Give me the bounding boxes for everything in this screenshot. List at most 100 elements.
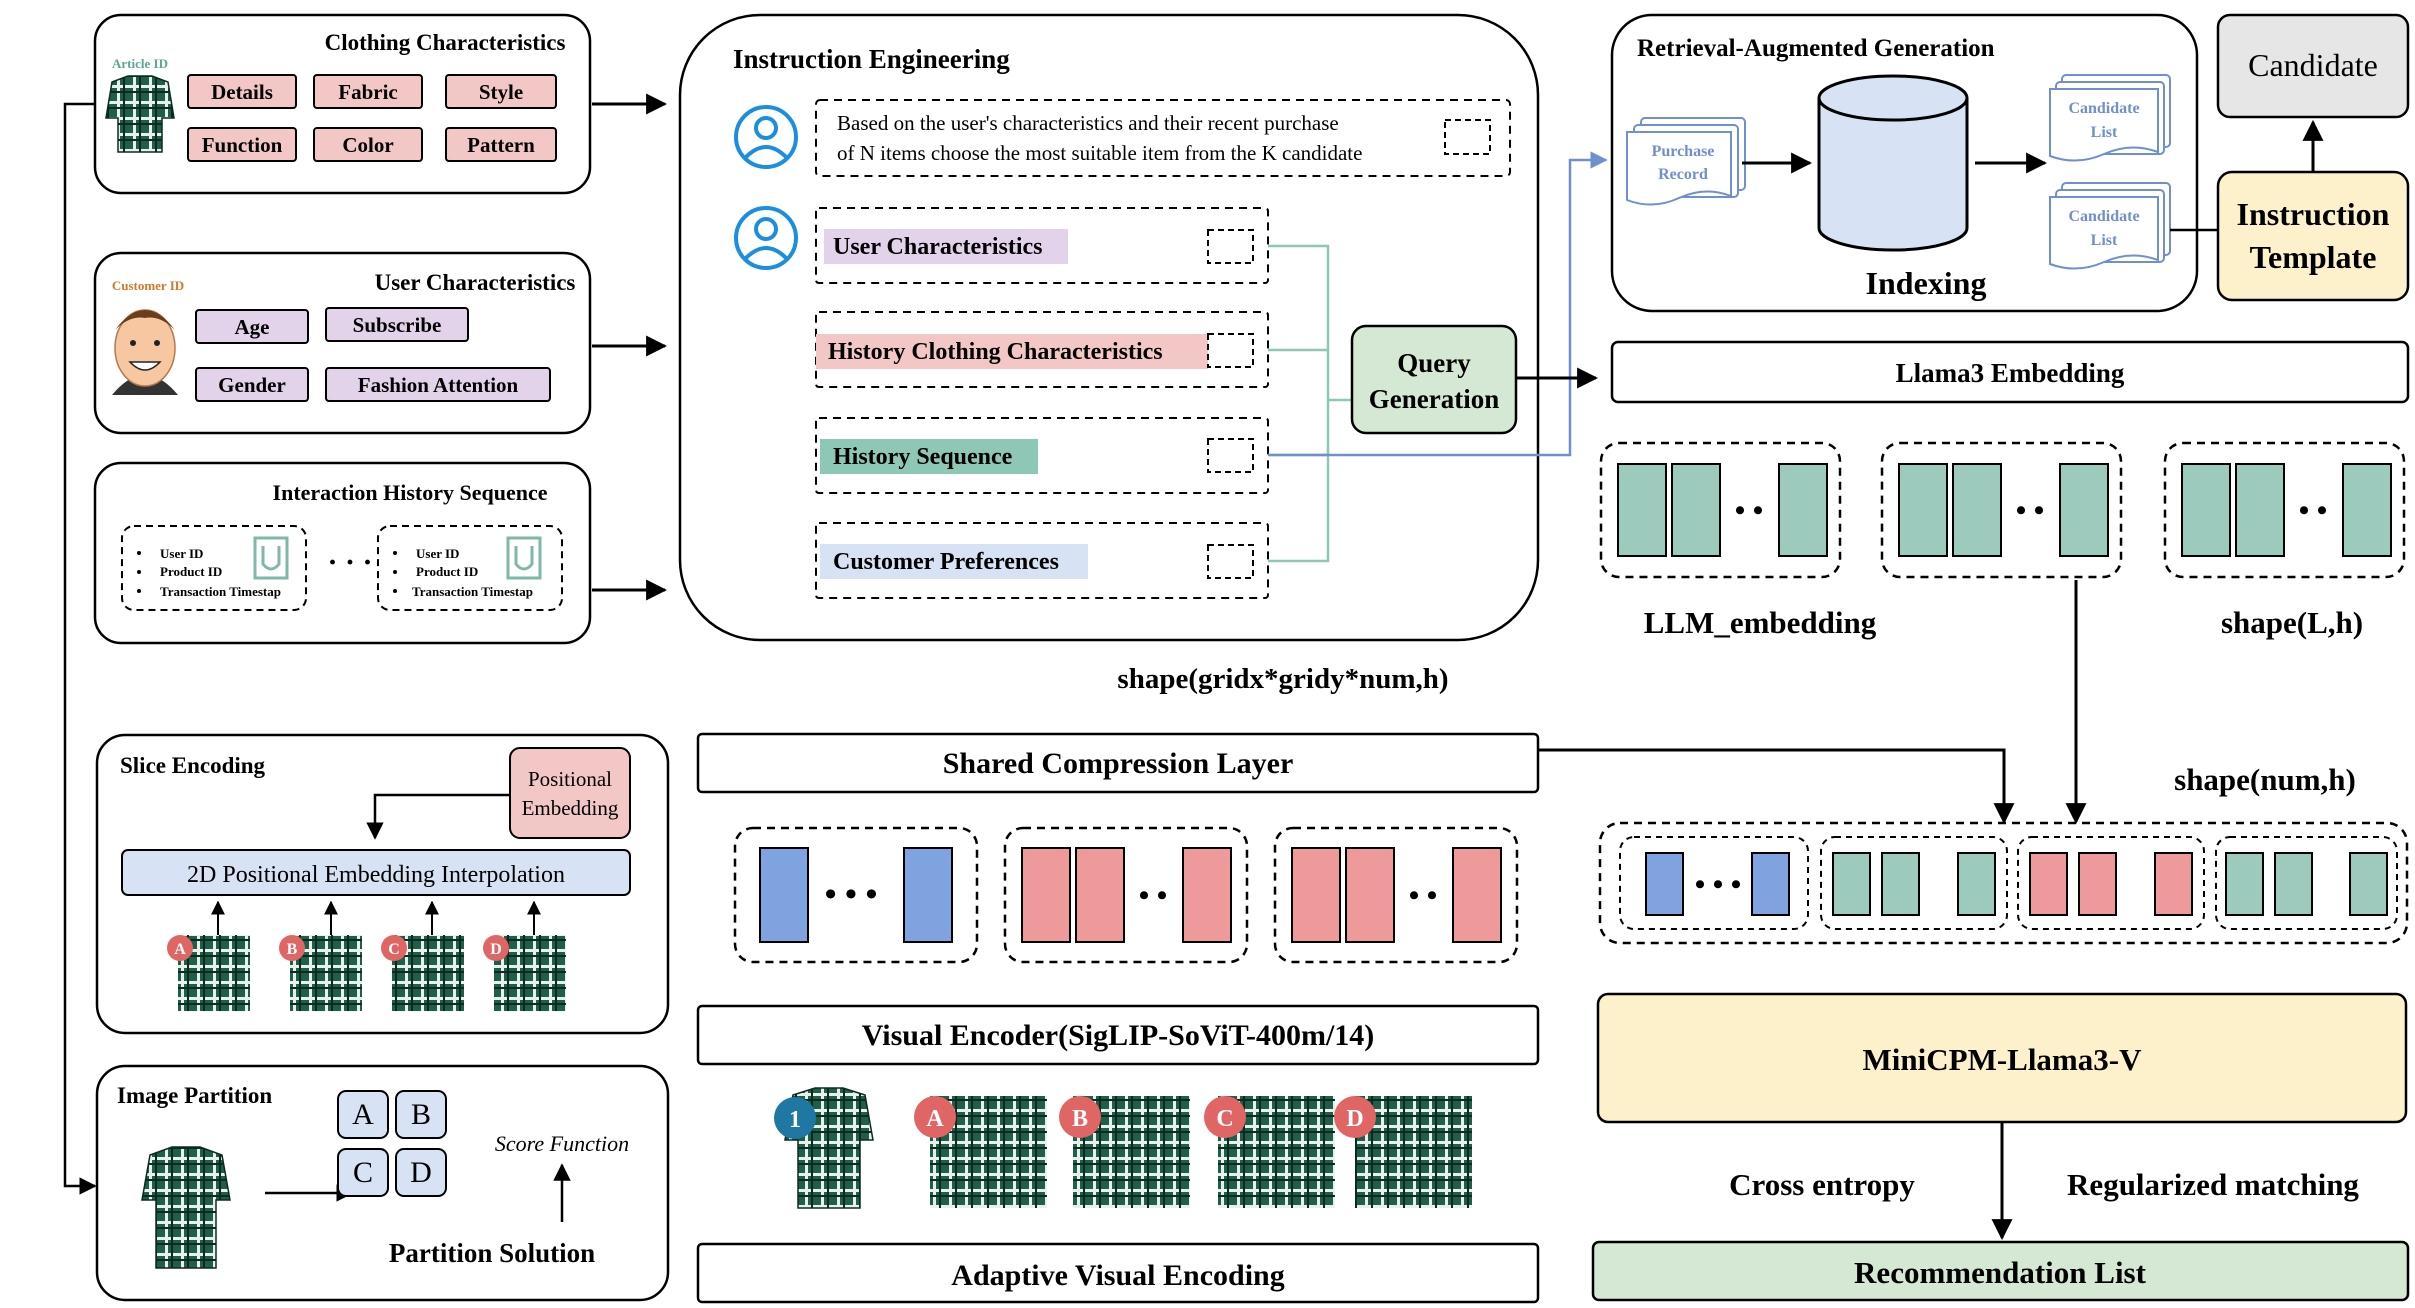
visual-token-group-2: • • xyxy=(1003,826,1249,964)
instruction-engineering-panel: Instruction Engineering Based on the use… xyxy=(678,13,1540,642)
svg-text:• •: • • xyxy=(2299,494,2328,527)
svg-text:Color: Color xyxy=(342,133,393,157)
user-icon xyxy=(734,105,798,169)
candidate-box: Candidate xyxy=(2216,13,2410,119)
partition-shirt-icon xyxy=(141,1146,231,1269)
svg-text:Query: Query xyxy=(1397,348,1471,378)
instruction-item-user-characteristics: User Characteristics xyxy=(815,207,1269,284)
visual-token-group-3: • • xyxy=(1273,826,1519,964)
user-tag-fashion-attention: Fashion Attention xyxy=(325,367,551,402)
svg-text:C: C xyxy=(388,941,400,958)
svg-text:2D Positional Embedding Interp: 2D Positional Embedding Interpolation xyxy=(187,862,565,888)
arrow-query-to-rag xyxy=(1268,151,1608,457)
svg-text:C: C xyxy=(1216,1106,1233,1132)
svg-text:Function: Function xyxy=(202,133,283,157)
adaptive-visual-encoding-box: Adaptive Visual Encoding xyxy=(696,1242,1540,1304)
svg-text:Based on the user's characteri: Based on the user's characteristics and … xyxy=(837,111,1339,135)
article-id-label: Article ID xyxy=(112,56,168,71)
svg-text:• • •: • • • xyxy=(825,876,878,913)
candidate-list-doc-icon: Candidate List xyxy=(2049,74,2171,162)
svg-text:Fashion Attention: Fashion Attention xyxy=(358,373,519,397)
svg-text:History Clothing Characteristi: History Clothing Characteristics xyxy=(828,339,1163,365)
database-icon xyxy=(1817,74,1969,252)
user-tag-gender: Gender xyxy=(195,367,309,402)
combined-token-sequence: • • • xyxy=(1598,821,2409,945)
svg-text:Details: Details xyxy=(211,80,273,104)
svg-text:1: 1 xyxy=(789,1107,801,1133)
user-title: User Characteristics xyxy=(375,270,576,295)
shared-compression-layer: Shared Compression Layer xyxy=(696,732,1540,794)
svg-text:of N items choose the most sui: of N items choose the most suitable item… xyxy=(837,141,1362,165)
svg-text:Fabric: Fabric xyxy=(338,80,397,104)
partition-title: Image Partition xyxy=(117,1083,272,1108)
svg-text:A: A xyxy=(352,1098,374,1131)
visual-image-c: C xyxy=(1204,1096,1335,1208)
customer-id-label: Customer ID xyxy=(112,278,184,293)
interaction-history-panel: Interaction History Sequence User ID Pro… xyxy=(93,461,592,645)
clothing-tag-pattern: Pattern xyxy=(445,127,557,162)
svg-text:Purchase: Purchase xyxy=(1652,143,1715,160)
svg-text:User ID: User ID xyxy=(160,546,203,561)
visual-token-group-1: • • • xyxy=(733,826,979,964)
clothing-tag-color: Color xyxy=(313,127,423,162)
svg-text:MiniCPM-Llama3-V: MiniCPM-Llama3-V xyxy=(1863,1042,2143,1077)
instruction-item-history-clothing: History Clothing Characteristics xyxy=(815,311,1269,388)
svg-text:Product ID: Product ID xyxy=(160,564,222,579)
svg-text:List: List xyxy=(2091,124,2118,141)
svg-text:User Characteristics: User Characteristics xyxy=(833,234,1042,260)
visual-image-a: A xyxy=(914,1096,1047,1208)
user-tag-subscribe: Subscribe xyxy=(325,307,469,342)
arrow-positional-to-interp xyxy=(366,793,510,840)
clothing-tag-style: Style xyxy=(445,74,557,109)
left-connector-arrow xyxy=(63,102,97,1195)
positional-embedding-box: Positional Embedding xyxy=(509,747,631,839)
llm-embedding-label: LLM_embedding xyxy=(1644,605,1877,640)
svg-text:B: B xyxy=(1072,1106,1088,1132)
instruction-item-customer-preferences: Customer Preferences xyxy=(815,522,1269,599)
svg-text:List: List xyxy=(2091,232,2118,249)
shape-num-h-label: shape(num,h) xyxy=(2174,762,2356,797)
indexing-label: Indexing xyxy=(1866,265,1987,301)
clothing-tag-function: Function xyxy=(187,127,297,162)
shape-l-h-label: shape(L,h) xyxy=(2221,605,2363,640)
svg-text:Gender: Gender xyxy=(218,373,286,397)
partition-grid: A B C D xyxy=(337,1090,447,1197)
svg-text:Adaptive Visual Encoding: Adaptive Visual Encoding xyxy=(951,1259,1284,1292)
instruction-template-box: Instruction Template xyxy=(2216,170,2410,302)
clothing-characteristics-panel: Clothing Characteristics Article ID Deta… xyxy=(93,13,592,195)
customer-avatar-icon xyxy=(112,309,178,395)
visual-image-b: B xyxy=(1059,1096,1190,1208)
svg-text:Record: Record xyxy=(1658,166,1708,183)
svg-text:Template: Template xyxy=(2250,239,2377,275)
slice-image-a: A xyxy=(167,935,250,1011)
slice-image-c: C xyxy=(381,935,464,1011)
query-generation-box: Query Generation xyxy=(1350,324,1518,435)
interaction-title: Interaction History Sequence xyxy=(273,480,548,505)
svg-text:Candidate: Candidate xyxy=(2248,47,2378,83)
svg-text:• •: • • xyxy=(2016,494,2045,527)
svg-text:Llama3 Embedding: Llama3 Embedding xyxy=(1896,358,2125,388)
product-logo-icon xyxy=(506,536,542,580)
svg-text:Pattern: Pattern xyxy=(467,133,535,157)
svg-text:Candidate: Candidate xyxy=(2068,208,2139,225)
slice-image-b: B xyxy=(279,935,362,1011)
instruction-item-history-sequence: History Sequence xyxy=(815,417,1269,494)
rag-title: Retrieval-Augmented Generation xyxy=(1637,35,1995,62)
regularized-matching-label: Regularized matching xyxy=(2067,1167,2359,1202)
interpolation-box: 2D Positional Embedding Interpolation xyxy=(121,849,631,896)
svg-text:C: C xyxy=(353,1156,373,1189)
arrow-compression-to-tokens xyxy=(1538,748,2015,825)
interaction-record-1: User ID Product ID Transaction Timestap xyxy=(121,525,307,611)
slice-image-d: D xyxy=(483,935,566,1011)
shirt-icon xyxy=(105,75,175,153)
llm-embedding-group-2: • • xyxy=(1880,441,2123,579)
llm-embedding-group-3: • • xyxy=(2163,441,2406,579)
svg-text:• •: • • xyxy=(1409,879,1438,912)
partition-solution-label: Partition Solution xyxy=(389,1238,595,1268)
purchase-record-doc-icon: Purchase Record xyxy=(1626,117,1746,206)
svg-text:B: B xyxy=(287,941,298,958)
product-logo-icon xyxy=(253,536,289,580)
svg-text:• • •: • • • xyxy=(1695,868,1742,901)
clothing-title: Clothing Characteristics xyxy=(325,30,566,55)
svg-text:Embedding: Embedding xyxy=(522,796,619,820)
